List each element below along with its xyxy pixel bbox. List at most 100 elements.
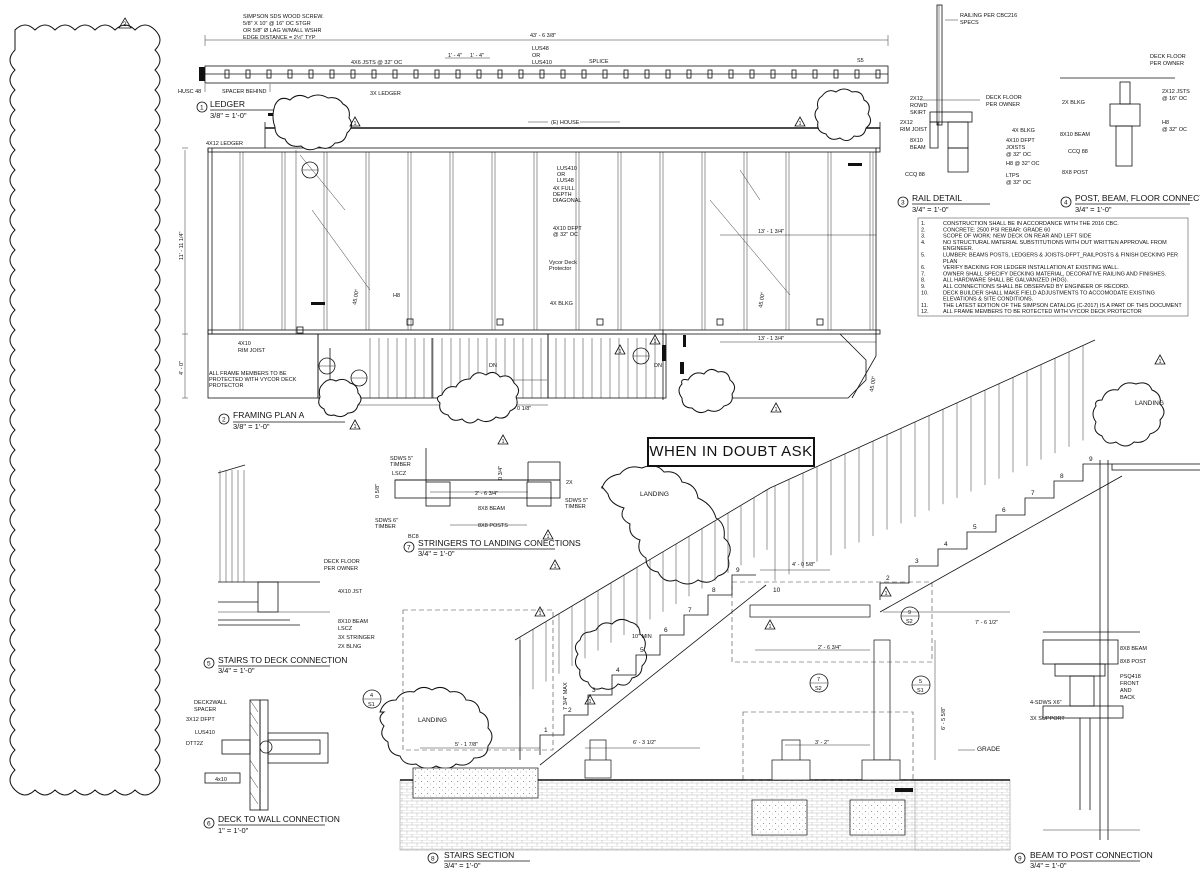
note-text: VERIFY BACKING FOR LEDGER INSTALLATION A… bbox=[943, 265, 1119, 271]
svg-text:8X8 BEAM: 8X8 BEAM bbox=[478, 506, 505, 512]
svg-text:2X12 JSTS: 2X12 JSTS bbox=[1162, 89, 1190, 95]
svg-text:8X8 POSTS: 8X8 POSTS bbox=[478, 523, 508, 529]
svg-text:SPECS: SPECS bbox=[960, 20, 979, 26]
svg-text:4X6 JSTS @ 32" OC: 4X6 JSTS @ 32" OC bbox=[351, 60, 402, 66]
svg-text:6: 6 bbox=[207, 821, 211, 828]
svg-text:7: 7 bbox=[407, 545, 411, 552]
svg-text:7 3/4" MAX: 7 3/4" MAX bbox=[563, 682, 569, 710]
svg-text:2' - 6 3/4": 2' - 6 3/4" bbox=[475, 491, 498, 497]
svg-text:DIAGONAL: DIAGONAL bbox=[553, 198, 581, 204]
svg-text:OR 5/8" Ø LAG W/MALL WSHR: OR 5/8" Ø LAG W/MALL WSHR bbox=[243, 28, 321, 34]
stair-step-number: 4 bbox=[616, 667, 620, 674]
svg-text:HUSC 48: HUSC 48 bbox=[178, 89, 201, 95]
svg-text:2: 2 bbox=[222, 417, 226, 424]
svg-text:DN: DN bbox=[489, 363, 497, 369]
svg-text:3/8" = 1'-0": 3/8" = 1'-0" bbox=[233, 422, 270, 431]
post-beam-floor-detail: DECK FLOOR PER OWNER 2X BLKG 2X12 JSTS @… bbox=[1060, 54, 1200, 214]
note-number: 5. bbox=[921, 253, 926, 259]
stair-step-number: 1 bbox=[544, 727, 548, 734]
note-number: 8. bbox=[921, 278, 926, 284]
stair-step-number: 6 bbox=[664, 627, 668, 634]
revision-triangle bbox=[794, 116, 806, 127]
svg-text:CCQ 88: CCQ 88 bbox=[1068, 149, 1088, 155]
svg-text:3X STRINGER: 3X STRINGER bbox=[338, 635, 375, 641]
stair-step-number: 5 bbox=[973, 524, 977, 531]
svg-text:8X10 BEAM: 8X10 BEAM bbox=[1060, 132, 1090, 138]
svg-text:8X10: 8X10 bbox=[910, 138, 923, 144]
stair-step-number: 5 bbox=[640, 647, 644, 654]
note-text: SCOPE OF WORK: NEW DECK ON REAR AND LEFT… bbox=[943, 234, 1092, 240]
revision-triangle bbox=[542, 529, 554, 540]
svg-text:19' - 0 1/8": 19' - 0 1/8" bbox=[505, 406, 531, 412]
svg-text:43' - 6 3/8": 43' - 6 3/8" bbox=[530, 33, 556, 39]
svg-text:3X SUPPORT: 3X SUPPORT bbox=[1030, 716, 1065, 722]
revision-number: 1 bbox=[354, 121, 357, 127]
svg-text:8X10 BEAM: 8X10 BEAM bbox=[338, 619, 368, 625]
revision-triangle bbox=[497, 434, 509, 445]
svg-text:1" = 1'-0": 1" = 1'-0" bbox=[218, 826, 249, 835]
note-text: OWNER SHALL SPECIFY DECKING MATERIAL, DE… bbox=[943, 271, 1167, 277]
note-number: 7. bbox=[921, 271, 926, 277]
svg-text:@ 32" OC: @ 32" OC bbox=[553, 232, 578, 238]
svg-text:4-SDWS X6": 4-SDWS X6" bbox=[1030, 700, 1062, 706]
svg-text:3/4" = 1'-0": 3/4" = 1'-0" bbox=[1030, 861, 1067, 870]
revision-cloud bbox=[678, 368, 736, 414]
svg-text:EDGE DISTANCE = 2½" TYP: EDGE DISTANCE = 2½" TYP bbox=[243, 34, 316, 41]
svg-text:TIMBER: TIMBER bbox=[565, 504, 586, 510]
revision-number: 1 bbox=[547, 534, 550, 540]
svg-text:2' - 6 3/4": 2' - 6 3/4" bbox=[818, 645, 841, 651]
svg-text:PROTECTED WITH VYCOR DECK: PROTECTED WITH VYCOR DECK bbox=[209, 377, 297, 383]
revision-triangle bbox=[534, 606, 546, 617]
svg-text:FRONT: FRONT bbox=[1120, 681, 1140, 687]
svg-text:RAILING PER CBC216: RAILING PER CBC216 bbox=[960, 13, 1017, 19]
revision-number: 1 bbox=[1159, 359, 1162, 365]
note-number: 6. bbox=[921, 265, 926, 271]
stair-step-number: 8 bbox=[712, 587, 716, 594]
svg-text:H8 @ 32" OC: H8 @ 32" OC bbox=[1006, 161, 1040, 167]
revision-cloud bbox=[814, 88, 872, 142]
stairs-section-title: STAIRS SECTION bbox=[444, 850, 514, 860]
svg-text:Protector: Protector bbox=[549, 266, 571, 272]
svg-text:4: 4 bbox=[1064, 200, 1068, 207]
note-text: ALL HARDWARE SHALL BE GALVANIZED (HDG). bbox=[943, 278, 1069, 284]
note-number: 11. bbox=[921, 303, 929, 309]
svg-text:CCQ 88: CCQ 88 bbox=[905, 172, 925, 178]
stair-step-number: 6 bbox=[1002, 507, 1006, 514]
stair-step-number: 9 bbox=[1089, 456, 1093, 463]
svg-text:4: 4 bbox=[370, 693, 373, 699]
svg-text:DECK2WALL: DECK2WALL bbox=[194, 700, 227, 706]
revision-cloud bbox=[272, 94, 353, 151]
stair-step-number: 7 bbox=[688, 607, 692, 614]
svg-text:GRADE: GRADE bbox=[977, 746, 1001, 753]
svg-text:Vycor Deck: Vycor Deck bbox=[549, 260, 577, 266]
svg-text:9: 9 bbox=[908, 610, 911, 616]
svg-text:S2: S2 bbox=[906, 619, 913, 625]
note-text: CONSTRUCTION SHALL BE IN ACCORDANCE WITH… bbox=[943, 221, 1119, 227]
svg-text:3/4" = 1'-0": 3/4" = 1'-0" bbox=[218, 666, 255, 675]
stair-step-number: 3 bbox=[592, 687, 596, 694]
svg-text:13' - 1 3/4": 13' - 1 3/4" bbox=[758, 229, 784, 235]
revision-cloud bbox=[436, 371, 520, 424]
svg-text:9: 9 bbox=[1018, 856, 1022, 863]
stair-step-number: 8 bbox=[1060, 473, 1064, 480]
svg-text:45.00°: 45.00° bbox=[758, 292, 767, 309]
svg-text:45.00°: 45.00° bbox=[352, 289, 361, 306]
when-in-doubt-banner: WHEN IN DOUBT ASK bbox=[647, 437, 815, 467]
revision-triangle bbox=[764, 619, 776, 630]
svg-text:7: 7 bbox=[817, 677, 820, 683]
stair-step-number: 3 bbox=[915, 558, 919, 565]
general-notes: 1.CONSTRUCTION SHALL BE IN ACCORDANCE WI… bbox=[917, 217, 1189, 317]
svg-text:DEPTH: DEPTH bbox=[553, 192, 572, 198]
svg-text:6' - 3 1/2": 6' - 3 1/2" bbox=[633, 740, 656, 746]
svg-text:2X BLNG: 2X BLNG bbox=[338, 644, 361, 650]
svg-text:SDWS 6": SDWS 6" bbox=[375, 518, 398, 524]
revision-triangle bbox=[584, 694, 596, 705]
svg-text:DECK FLOOR: DECK FLOOR bbox=[1150, 54, 1186, 60]
revision-tag-top: 2 bbox=[123, 21, 127, 28]
svg-text:BC8: BC8 bbox=[408, 534, 419, 540]
revision-number: 1 bbox=[539, 611, 542, 617]
note-text: PLAN bbox=[943, 259, 957, 265]
svg-text:LUS48: LUS48 bbox=[557, 178, 574, 184]
revision-triangle bbox=[614, 344, 626, 355]
